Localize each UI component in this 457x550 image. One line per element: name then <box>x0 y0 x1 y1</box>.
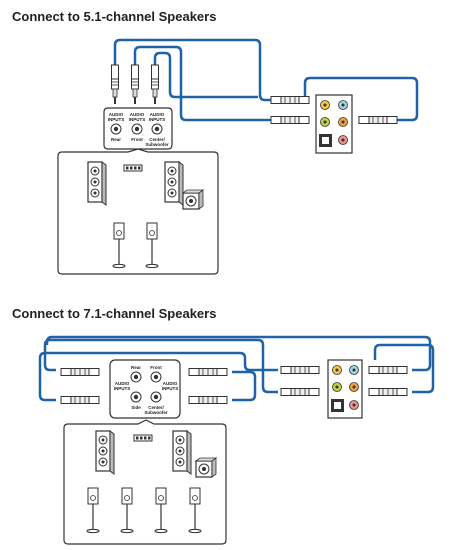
jack-7-center <box>150 391 162 403</box>
jack-rear <box>110 123 122 135</box>
speaker-front-right <box>164 161 184 206</box>
input-label-2a: AUDIO <box>130 112 145 117</box>
input-label-1b: INPUTS <box>108 117 125 122</box>
input-label-2b: INPUTS <box>129 117 146 122</box>
plug-7-front-right <box>188 368 228 376</box>
label-7-ai-right-2: INPUTS <box>162 386 179 391</box>
label-7-side: Side <box>131 405 141 410</box>
jack-7-side <box>130 391 142 403</box>
plug-rear <box>111 64 119 105</box>
plug-7-rear-left <box>60 368 100 376</box>
cable-7-rear <box>38 351 278 402</box>
label-7-subwoofer: Subwoofer <box>144 410 167 415</box>
motherboard-audio-panel <box>315 94 353 154</box>
adapter-front <box>270 116 310 124</box>
cable-rear <box>113 38 272 102</box>
label-7-ai-left-1: AUDIO <box>115 381 130 386</box>
speaker-input-block: AUDIO INPUTS AUDIO INPUTS AUDIO INPUTS R… <box>103 107 173 150</box>
adapter-7-a <box>280 366 320 374</box>
cable-7-right <box>45 335 432 372</box>
connector-strip <box>123 164 143 172</box>
jack-7-front <box>150 371 162 383</box>
section-title-5-1: Connect to 5.1-channel Speakers <box>12 9 217 24</box>
subwoofer <box>182 189 204 210</box>
section-title-7-1: Connect to 7.1-channel Speakers <box>12 306 217 321</box>
speaker-input-block-7-1: Rear Front AUDIO INPUTS AUDIO INPUTS Sid… <box>109 359 181 419</box>
cable-7-front <box>232 370 257 402</box>
jack-front <box>131 123 143 135</box>
label-7-ai-left-2: INPUTS <box>114 386 131 391</box>
label-7-center: Center/ <box>148 405 164 410</box>
cable-7-right-low <box>373 343 435 394</box>
jack-label-front: Front <box>131 137 143 142</box>
label-7-ai-right-1: AUDIO <box>163 381 178 386</box>
cable-7-outer <box>43 338 278 394</box>
jack-label-center: Center/ <box>149 137 165 142</box>
speaker-7-front-right <box>172 430 192 475</box>
cable-to-panel-right <box>303 76 419 122</box>
adapter-7-c <box>368 366 408 374</box>
adapter-rear <box>270 96 310 104</box>
speaker-7-front-left <box>95 430 115 475</box>
diagram-7-1: Rear Front AUDIO INPUTS AUDIO INPUTS Sid… <box>38 335 435 545</box>
plug-center <box>151 64 159 105</box>
plug-7-center-right <box>188 396 228 404</box>
adapter-7-b <box>280 388 320 396</box>
adapter-center <box>358 116 398 124</box>
jack-center <box>151 123 163 135</box>
connector-strip-7 <box>133 434 153 442</box>
label-7-front: Front <box>150 365 162 370</box>
input-label-3b: INPUTS <box>149 117 166 122</box>
motherboard-audio-panel-7-1 <box>327 359 363 419</box>
cable-center <box>153 51 258 99</box>
jack-7-rear <box>130 371 142 383</box>
speaker-area-7-1 <box>63 419 227 545</box>
jack-label-subwoofer: Subwoofer <box>145 142 168 147</box>
subwoofer-7 <box>195 457 217 478</box>
speaker-area-5-1 <box>57 148 219 275</box>
cable-front <box>133 45 272 122</box>
speaker-front-left <box>87 161 107 206</box>
input-label-3a: AUDIO <box>150 112 165 117</box>
label-7-rear: Rear <box>131 365 141 370</box>
jack-label-rear: Rear <box>111 137 121 142</box>
diagram-5-1: AUDIO INPUTS AUDIO INPUTS AUDIO INPUTS R… <box>57 38 419 275</box>
plug-front <box>131 64 139 105</box>
plug-7-side-left <box>60 396 100 404</box>
input-label-1a: AUDIO <box>109 112 124 117</box>
adapter-7-d <box>368 388 408 396</box>
